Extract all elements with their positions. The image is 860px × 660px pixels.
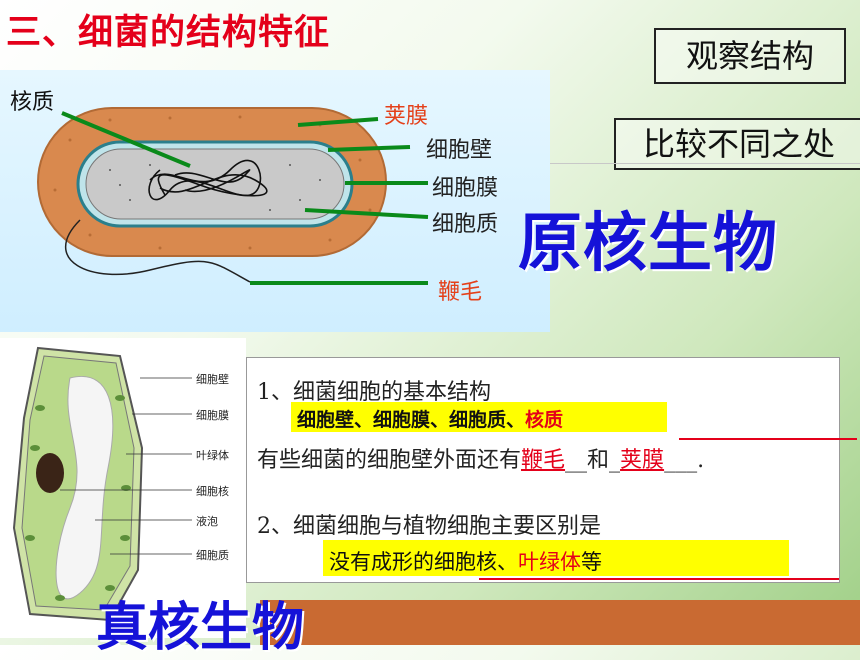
answer-1-structures: 细胞壁、细胞膜、细胞质、 <box>297 410 526 431</box>
answer-2: 没有成形的细胞核、叶绿体等 <box>329 546 602 576</box>
label-capsule: 荚膜 <box>384 103 429 128</box>
bottom-decor-bar <box>260 600 860 645</box>
vacuole-shape <box>55 376 114 600</box>
label-cell-wall: 细胞壁 <box>426 137 493 162</box>
plant-label-nucleus: 细胞核 <box>196 486 229 498</box>
nucleus-shape <box>36 453 64 493</box>
plant-cell-diagram <box>12 346 192 622</box>
q1b-blank-flagellum: 鞭毛 <box>521 448 566 473</box>
plant-label-cytoplasm: 细胞质 <box>196 550 229 562</box>
answer-1-underline <box>679 438 857 440</box>
question-1b: 有些细菌的细胞壁外面还有鞭毛__和_荚膜___. <box>257 448 705 473</box>
q1b-prefix: 有些细菌的细胞壁外面还有 <box>257 448 522 473</box>
question-textbox: 1、细菌细胞的基本结构 细胞壁、细胞膜、细胞质、核质 有些细菌的细胞壁外面还有鞭… <box>246 357 857 583</box>
plant-label-chloroplast: 叶绿体 <box>196 450 229 462</box>
compare-differences-box: 比较不同之处 <box>614 118 860 170</box>
answer-1-nucleoid: 核质 <box>525 410 564 431</box>
flagellum-shape <box>65 219 251 283</box>
eukaryote-heading: 真核生物 <box>96 599 305 657</box>
slide-title: 三、细菌的结构特征 <box>6 13 331 52</box>
bacteria-diagram-panel: 核质 荚膜 细胞壁 细胞膜 细胞质 鞭毛 <box>0 70 550 332</box>
label-flagellum: 鞭毛 <box>438 279 483 304</box>
q1b-end: . <box>697 448 705 473</box>
answer-2-underline <box>479 578 839 580</box>
pointer-lines <box>61 111 429 285</box>
answer-1-highlight <box>291 402 667 432</box>
answer-2-text: 没有成形的细胞核、 <box>329 551 518 574</box>
answer-2-chloroplast: 叶绿体 <box>518 551 581 574</box>
observe-structure-box: 观察结构 <box>654 28 846 84</box>
q1b-and: 和 <box>587 448 610 473</box>
divider <box>548 163 860 164</box>
q1b-blank-capsule: 荚膜 <box>620 448 665 473</box>
answer-2-highlight <box>323 540 789 576</box>
plant-label-vacuole: 液泡 <box>196 516 218 528</box>
answer-2-tail: 等 <box>581 551 602 574</box>
label-nucleoid: 核质 <box>10 89 55 114</box>
plant-label-cell-membrane: 细胞膜 <box>196 410 229 422</box>
bacteria-diagram <box>37 107 429 285</box>
label-cell-membrane: 细胞膜 <box>432 175 499 200</box>
plant-cell-panel: 细胞壁 细胞膜 叶绿体 细胞核 液泡 细胞质 <box>0 338 246 638</box>
plant-label-cell-wall: 细胞壁 <box>196 374 229 386</box>
nucleoid-shape <box>148 159 268 201</box>
answer-1: 细胞壁、细胞膜、细胞质、核质 <box>297 405 563 432</box>
prokaryote-heading: 原核生物 <box>518 207 778 279</box>
question-2: 2、细菌细胞与植物细胞主要区别是 <box>257 514 601 539</box>
cytoplasm-shape <box>85 148 345 220</box>
question-1: 1、细菌细胞的基本结构 <box>257 380 491 405</box>
label-cytoplasm: 细胞质 <box>432 211 499 236</box>
